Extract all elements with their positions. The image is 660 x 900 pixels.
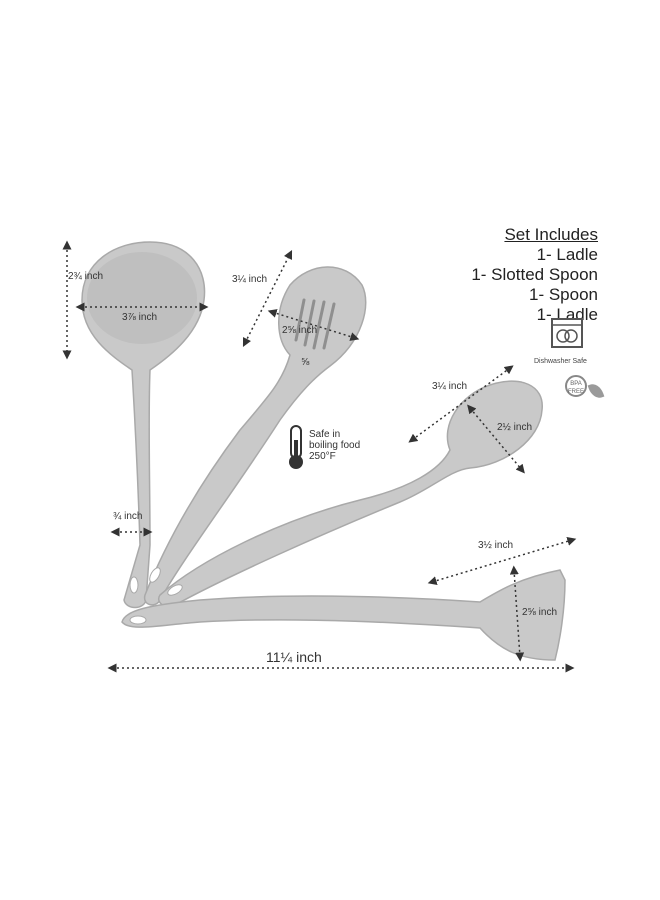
turner-width-label: 3½ inch (478, 540, 514, 551)
set-includes-title: Set Includes (504, 225, 598, 244)
slotted-length-label: 3¼ inch (232, 274, 268, 285)
bpa-line-2: FREE (567, 389, 584, 395)
spoon-length-line (408, 365, 514, 443)
dishwasher-safe-label: Dishwasher Safe (534, 358, 587, 365)
set-item: 1- Ladle (536, 245, 598, 264)
bpa-free-icon: BPA FREE (565, 375, 587, 397)
spoon-width-label: 2½ inch (497, 422, 533, 433)
slot-width-label: ⅝ (301, 357, 310, 368)
set-item: 1- Spoon (529, 285, 598, 304)
safety-line-3: 250°F (309, 451, 336, 462)
slotted-width-label: 2⅝ inch (282, 325, 318, 336)
handle-width-label: ¾ inch (113, 511, 143, 522)
safety-line-2: boiling food (309, 440, 361, 451)
safety-line-1: Safe in (309, 429, 341, 440)
spoon-length-label: 3¼ inch (432, 381, 468, 392)
spoon-width-line (467, 404, 525, 474)
set-item: 1- Slotted Spoon (471, 265, 598, 284)
overall-length-label: 11¼ inch (266, 649, 322, 665)
ladle-width-label: 3⅞ inch (122, 312, 158, 323)
set-includes-panel: Set Includes 1- Ladle 1- Slotted Spoon 1… (471, 225, 598, 325)
slotted-length-line (242, 249, 293, 348)
dishwasher-icon (551, 318, 583, 348)
bpa-line-1: BPA (570, 381, 582, 387)
turner-utensil (121, 569, 566, 661)
turner-height-label: 2⅝ inch (522, 607, 558, 618)
turner-width-line (427, 536, 577, 586)
thermometer-icon (289, 425, 303, 469)
ladle-height-label: 2¾ inch (68, 271, 104, 282)
ladle-utensil (81, 241, 206, 609)
spoon-utensil (158, 380, 543, 608)
safety-note: Safe in boiling food 250°F (309, 429, 360, 462)
